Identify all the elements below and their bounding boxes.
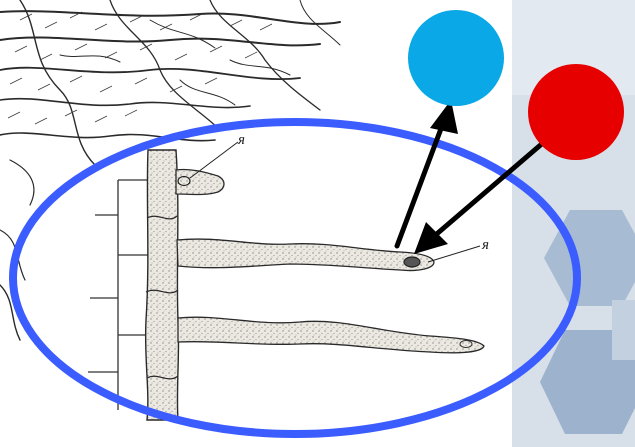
highlight-ellipse <box>13 122 577 434</box>
hyphae-drawing: я я <box>88 132 489 420</box>
main-hypha <box>146 150 179 420</box>
label-nucleus-top: я <box>237 132 245 148</box>
short-branch <box>176 169 224 194</box>
red-circle-marker <box>528 64 624 160</box>
host-cell-walls <box>88 180 148 410</box>
blue-circle-marker <box>408 10 504 106</box>
lower-branch <box>178 317 484 353</box>
label-nucleus-tip: я <box>481 237 489 253</box>
nucleus-tip <box>404 257 420 267</box>
